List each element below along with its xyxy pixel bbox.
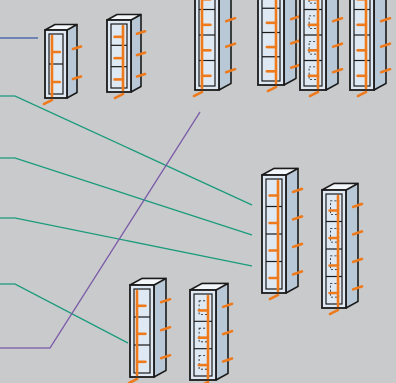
leader-line-green-2 bbox=[0, 157, 253, 236]
pipe-riser-icon bbox=[307, 0, 344, 98]
cabinet-icon bbox=[321, 182, 364, 316]
cabinet-icon bbox=[349, 0, 392, 98]
pipe-riser-icon bbox=[127, 289, 172, 383]
cabinet-icon bbox=[261, 167, 304, 301]
cabinet-icon bbox=[189, 282, 234, 383]
cabinet-icon bbox=[42, 23, 83, 106]
cabinet-icon bbox=[192, 0, 237, 98]
leader-line-green-3 bbox=[0, 217, 253, 267]
pipe-riser-icon bbox=[113, 24, 147, 100]
pipe-riser-icon bbox=[328, 194, 364, 316]
pipe-riser-icon bbox=[268, 179, 304, 301]
cabinet-icon bbox=[299, 0, 344, 98]
leader-line-purple bbox=[0, 111, 201, 349]
cabinet-icon bbox=[257, 0, 302, 93]
leader-line-green-1 bbox=[0, 95, 253, 206]
pipe-riser-icon bbox=[356, 0, 392, 98]
leader-line-green-4 bbox=[0, 283, 129, 344]
cabinet-icon bbox=[106, 13, 147, 100]
pipe-riser-icon bbox=[265, 0, 302, 93]
pipe-riser-icon bbox=[192, 0, 237, 98]
pipe-riser-icon bbox=[42, 34, 83, 106]
cabinet-icon bbox=[127, 277, 172, 383]
